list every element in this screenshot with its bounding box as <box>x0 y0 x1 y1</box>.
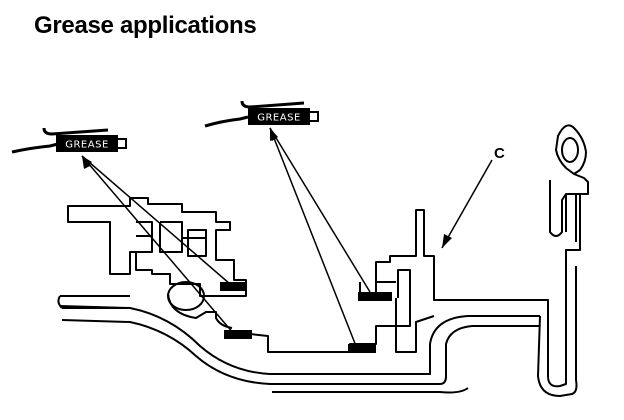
arrowhead <box>82 156 92 168</box>
leader-lines <box>81 127 493 347</box>
case-outer <box>59 305 540 375</box>
grease-label-middle: GREASE <box>257 113 301 124</box>
leader-line <box>81 155 235 335</box>
leader-line-c <box>441 159 493 249</box>
grease-label-left: GREASE <box>65 140 109 151</box>
center-plate <box>249 315 435 353</box>
applicator-body <box>56 135 118 152</box>
case-bottom <box>272 387 469 394</box>
bearing-seat <box>167 293 233 329</box>
grease-point <box>358 292 392 301</box>
grease-applicator-left: GREASE <box>11 127 127 154</box>
leader-line <box>81 155 231 285</box>
cross-section <box>57 124 589 397</box>
hub-step <box>136 235 206 239</box>
callout-c: C <box>494 145 505 162</box>
applicator-handle <box>240 100 305 109</box>
housing-block <box>359 209 540 327</box>
grease-point <box>224 330 252 339</box>
applicator-nozzle <box>116 138 127 149</box>
banjo-neck <box>565 194 577 242</box>
grease-point <box>348 344 376 353</box>
grease-point <box>220 282 246 291</box>
case-inner <box>61 319 540 385</box>
applicator-hose <box>11 142 59 154</box>
arrowhead <box>270 128 276 141</box>
grease-applicator-middle: GREASE <box>204 100 319 128</box>
grease-points <box>220 282 392 353</box>
arrowhead <box>82 156 90 169</box>
arrowhead <box>442 234 452 248</box>
pipe-column <box>540 194 581 388</box>
banjo-hole <box>561 137 579 163</box>
banjo-fitting <box>549 124 589 237</box>
applicator-nozzle <box>308 111 319 122</box>
applicator-handle <box>42 127 109 136</box>
leader-line <box>269 127 371 293</box>
hub-block <box>67 197 247 297</box>
applicator-hose <box>204 115 249 128</box>
leader-line <box>269 127 357 347</box>
applicator-body <box>248 108 310 125</box>
page-title: Grease applications <box>34 12 257 39</box>
arrow-heads <box>82 128 452 248</box>
pipe-column-inner <box>537 266 578 397</box>
